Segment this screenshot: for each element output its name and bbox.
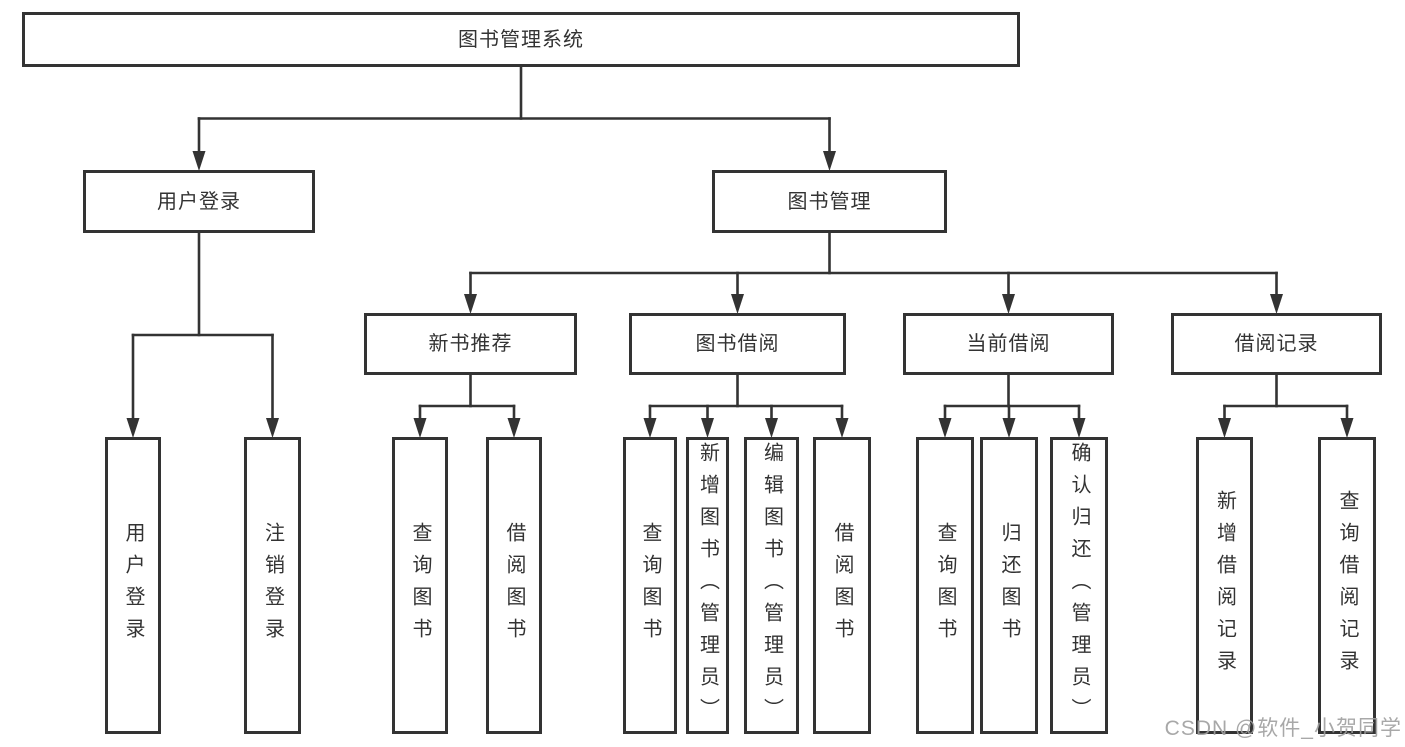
node-query-book-1: 查询图书 bbox=[392, 437, 448, 734]
node-label: 新书推荐 bbox=[428, 333, 513, 355]
node-label: 确认归还（管理员） bbox=[1068, 441, 1090, 730]
arrowhead-icon bbox=[643, 418, 657, 438]
arrowhead-icon bbox=[192, 151, 206, 171]
node-label: 借阅图书 bbox=[831, 521, 853, 650]
node-label: 归还图书 bbox=[998, 521, 1020, 650]
arrowhead-icon bbox=[1002, 294, 1015, 314]
arrowhead-icon bbox=[266, 418, 279, 438]
arrowhead-icon bbox=[701, 418, 714, 438]
node-label: 图书借阅 bbox=[695, 333, 780, 355]
arrowhead-icon bbox=[1072, 418, 1086, 438]
node-user-login: 用户登录 bbox=[83, 170, 315, 233]
node-label: 用户登录 bbox=[157, 190, 241, 213]
node-edit-book: 编辑图书（管理员） bbox=[744, 437, 799, 734]
node-borrow-record: 借阅记录 bbox=[1171, 313, 1382, 375]
arrowhead-icon bbox=[126, 418, 140, 438]
arrowhead-icon bbox=[1218, 418, 1231, 438]
node-label: 用户登录 bbox=[122, 521, 144, 650]
watermark-text: CSDN @软件_小贺同学 bbox=[1164, 717, 1402, 740]
node-current-borrow: 当前借阅 bbox=[903, 313, 1114, 375]
arrowhead-icon bbox=[464, 294, 477, 314]
arrowhead-icon bbox=[1002, 418, 1016, 438]
node-root: 图书管理系统 bbox=[22, 12, 1020, 67]
node-book-mgmt: 图书管理 bbox=[712, 170, 947, 233]
node-login-leaf: 用户登录 bbox=[105, 437, 161, 734]
node-logout-leaf: 注销登录 bbox=[244, 437, 301, 734]
node-label: 查询图书 bbox=[409, 521, 431, 650]
arrowhead-icon bbox=[938, 418, 952, 438]
node-new-recommend: 新书推荐 bbox=[364, 313, 577, 375]
arrowhead-icon bbox=[1270, 294, 1283, 314]
node-return-book: 归还图书 bbox=[980, 437, 1038, 734]
node-book-borrow: 图书借阅 bbox=[629, 313, 846, 375]
node-label: 图书管理系统 bbox=[458, 28, 584, 51]
node-label: 当前借阅 bbox=[966, 333, 1051, 355]
node-label: 借阅记录 bbox=[1234, 333, 1319, 355]
arrowhead-icon bbox=[507, 418, 521, 438]
node-label: 编辑图书（管理员） bbox=[760, 441, 783, 730]
node-query-record: 查询借阅记录 bbox=[1318, 437, 1376, 734]
node-label: 查询图书 bbox=[934, 521, 956, 650]
arrowhead-icon bbox=[765, 418, 778, 438]
node-label: 新增图书（管理员） bbox=[696, 441, 719, 730]
arrowhead-icon bbox=[731, 294, 744, 314]
node-confirm-return: 确认归还（管理员） bbox=[1050, 437, 1108, 734]
node-add-record: 新增借阅记录 bbox=[1196, 437, 1253, 734]
node-label: 借阅图书 bbox=[503, 521, 525, 650]
arrowhead-icon bbox=[413, 418, 427, 438]
node-query-book-3: 查询图书 bbox=[916, 437, 974, 734]
arrowhead-icon bbox=[1340, 418, 1354, 438]
node-label: 注销登录 bbox=[261, 521, 284, 650]
node-borrow-book-1: 借阅图书 bbox=[486, 437, 542, 734]
node-label: 查询借阅记录 bbox=[1336, 489, 1358, 682]
arrowhead-icon bbox=[835, 418, 849, 438]
node-label: 图书管理 bbox=[787, 190, 872, 213]
node-borrow-book-2: 借阅图书 bbox=[813, 437, 871, 734]
arrowhead-icon bbox=[823, 151, 836, 171]
node-label: 查询图书 bbox=[639, 521, 661, 650]
node-label: 新增借阅记录 bbox=[1213, 489, 1236, 682]
node-query-book-2: 查询图书 bbox=[623, 437, 677, 734]
node-add-book: 新增图书（管理员） bbox=[686, 437, 729, 734]
